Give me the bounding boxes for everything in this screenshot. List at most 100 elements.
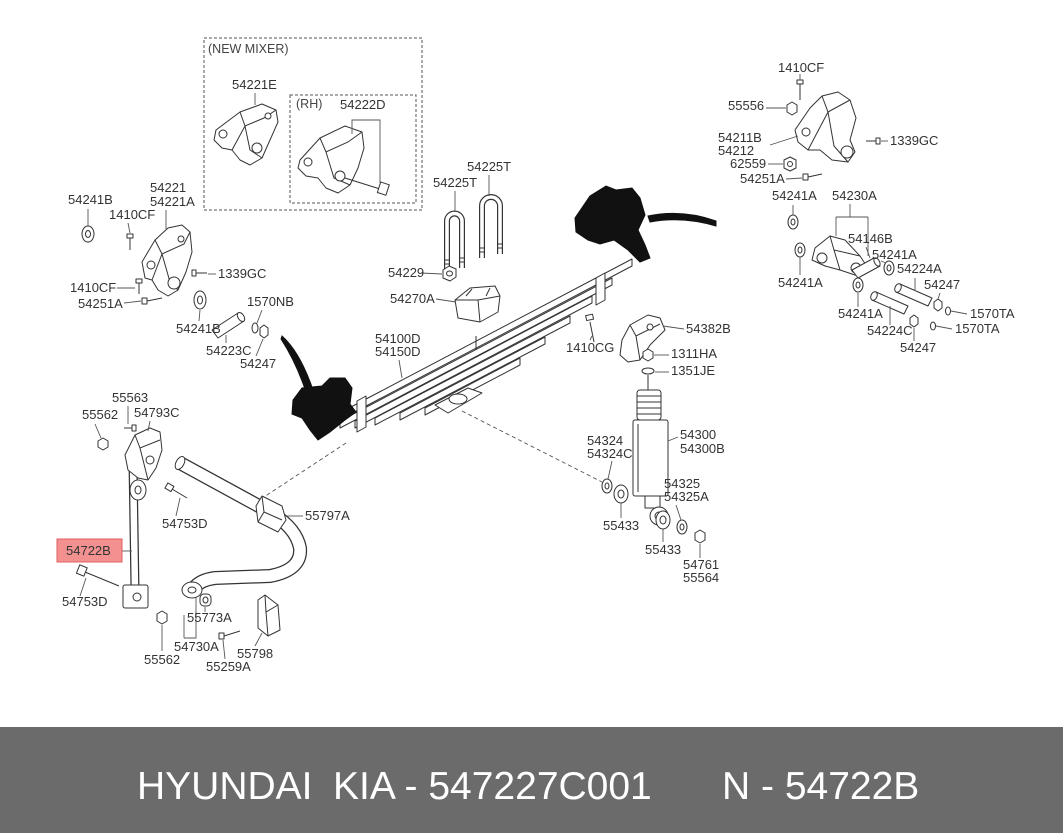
part-label: 1339GC — [218, 266, 266, 281]
part-label: 54251A — [78, 296, 123, 311]
part-label: 1351JE — [671, 363, 715, 378]
bushing — [199, 593, 212, 612]
shock-bushing — [613, 484, 629, 518]
nut — [694, 529, 706, 558]
part-label: 54225T — [433, 175, 477, 190]
bolt — [218, 630, 241, 660]
bolt — [164, 482, 188, 517]
bolt — [75, 564, 120, 597]
bolt — [796, 74, 804, 100]
bolt — [123, 297, 163, 305]
part-label: 54300 — [680, 427, 716, 442]
part-label: 55433 — [603, 518, 639, 533]
part-label: 54270A — [390, 291, 435, 306]
part-label: 54224A — [897, 261, 942, 276]
part-label: 55563 — [112, 390, 148, 405]
link-upper-bracket — [124, 420, 163, 481]
bolt — [785, 173, 823, 181]
part-label: 54241A — [778, 275, 823, 290]
part-label: 55798 — [237, 646, 273, 661]
shackle-pin — [894, 278, 933, 307]
shock-bushing — [655, 510, 671, 542]
shackle-tube — [851, 246, 881, 279]
box-title-new-mixer: (NEW MIXER) — [208, 42, 289, 56]
part-label: 1410CF — [70, 280, 116, 295]
part-label: 54300B — [680, 441, 725, 456]
part-label: 54222D — [340, 97, 386, 112]
washer — [251, 309, 263, 334]
part-label: 54150D — [375, 344, 421, 359]
bolt — [866, 137, 888, 145]
rear-spring-bracket — [769, 91, 857, 163]
washer — [675, 504, 688, 535]
bolt — [585, 313, 595, 343]
frame-hanger-left — [291, 377, 357, 441]
part-labels: 54221E 54222D 54225T 54225T 54229 54270A… — [56, 60, 1015, 674]
stabilizer-link — [122, 461, 149, 609]
part-label: 54221 — [150, 180, 186, 195]
part-label: 54325 — [664, 476, 700, 491]
assembly-lines — [263, 410, 603, 498]
part-label: 55556 — [728, 98, 764, 113]
nut — [642, 348, 669, 362]
u-bolt-nut — [420, 265, 457, 282]
bolt — [117, 278, 143, 294]
footer-part-number: N - 54722B — [722, 765, 919, 808]
part-label: 54221A — [150, 194, 195, 209]
bushing — [794, 242, 806, 275]
part-label: 54241A — [872, 247, 917, 262]
part-label: 54324C — [587, 446, 633, 461]
frame-hanger-right — [574, 185, 651, 263]
part-label: 55259A — [206, 659, 251, 674]
shock-upper-bracket — [619, 314, 685, 363]
shackle-pin — [870, 291, 909, 325]
bolt — [191, 269, 216, 277]
part-label: 1311HA — [671, 346, 717, 361]
footer-oem-number: KIA - 547227C001 — [333, 765, 652, 808]
part-label: 62559 — [730, 156, 766, 171]
u-bolt — [444, 191, 465, 270]
stabilizer-bar — [174, 456, 308, 599]
washer — [945, 306, 968, 316]
nut — [933, 292, 943, 312]
bushing — [880, 260, 895, 276]
frame-pointer-right — [647, 212, 717, 227]
leaf-spring — [329, 258, 633, 433]
part-label: 54241A — [838, 306, 883, 321]
nut — [255, 324, 269, 357]
washer — [930, 321, 953, 331]
front-bracket-new-mixer — [213, 93, 279, 166]
footer-brand: HYUNDAI — [137, 765, 313, 808]
stabilizer-clamp — [254, 594, 281, 647]
part-label: 1339GC — [890, 133, 938, 148]
nut — [768, 156, 797, 172]
part-label: 54761 — [683, 557, 719, 572]
part-label: 55562 — [144, 652, 180, 667]
part-label: 54247 — [900, 340, 936, 355]
part-label: 54753D — [162, 516, 208, 531]
nut — [94, 423, 109, 451]
washer — [601, 460, 613, 494]
washer — [641, 367, 669, 375]
front-bracket-rh — [297, 119, 390, 196]
part-label: 1410CF — [109, 207, 155, 222]
part-label: 54241A — [772, 188, 817, 203]
part-label: 1570TA — [970, 306, 1015, 321]
part-label: 54753D — [62, 594, 108, 609]
highlight-box — [56, 538, 123, 563]
link-bracket-callout — [183, 598, 197, 639]
new-mixer-box: (NEW MIXER) (RH) — [203, 37, 423, 211]
bushing — [852, 277, 864, 307]
part-label: 54211B — [718, 130, 762, 145]
nut — [766, 101, 798, 116]
bushing — [81, 209, 95, 243]
front-spring-bracket — [141, 210, 193, 297]
part-label: 54382B — [686, 321, 731, 336]
part-label: 54325A — [664, 489, 709, 504]
part-label: 1570NB — [247, 294, 294, 309]
part-label: 55773A — [187, 610, 232, 625]
part-label: 55564 — [683, 570, 719, 585]
part-label: 54247 — [240, 356, 276, 371]
part-label: 54223C — [206, 343, 252, 358]
